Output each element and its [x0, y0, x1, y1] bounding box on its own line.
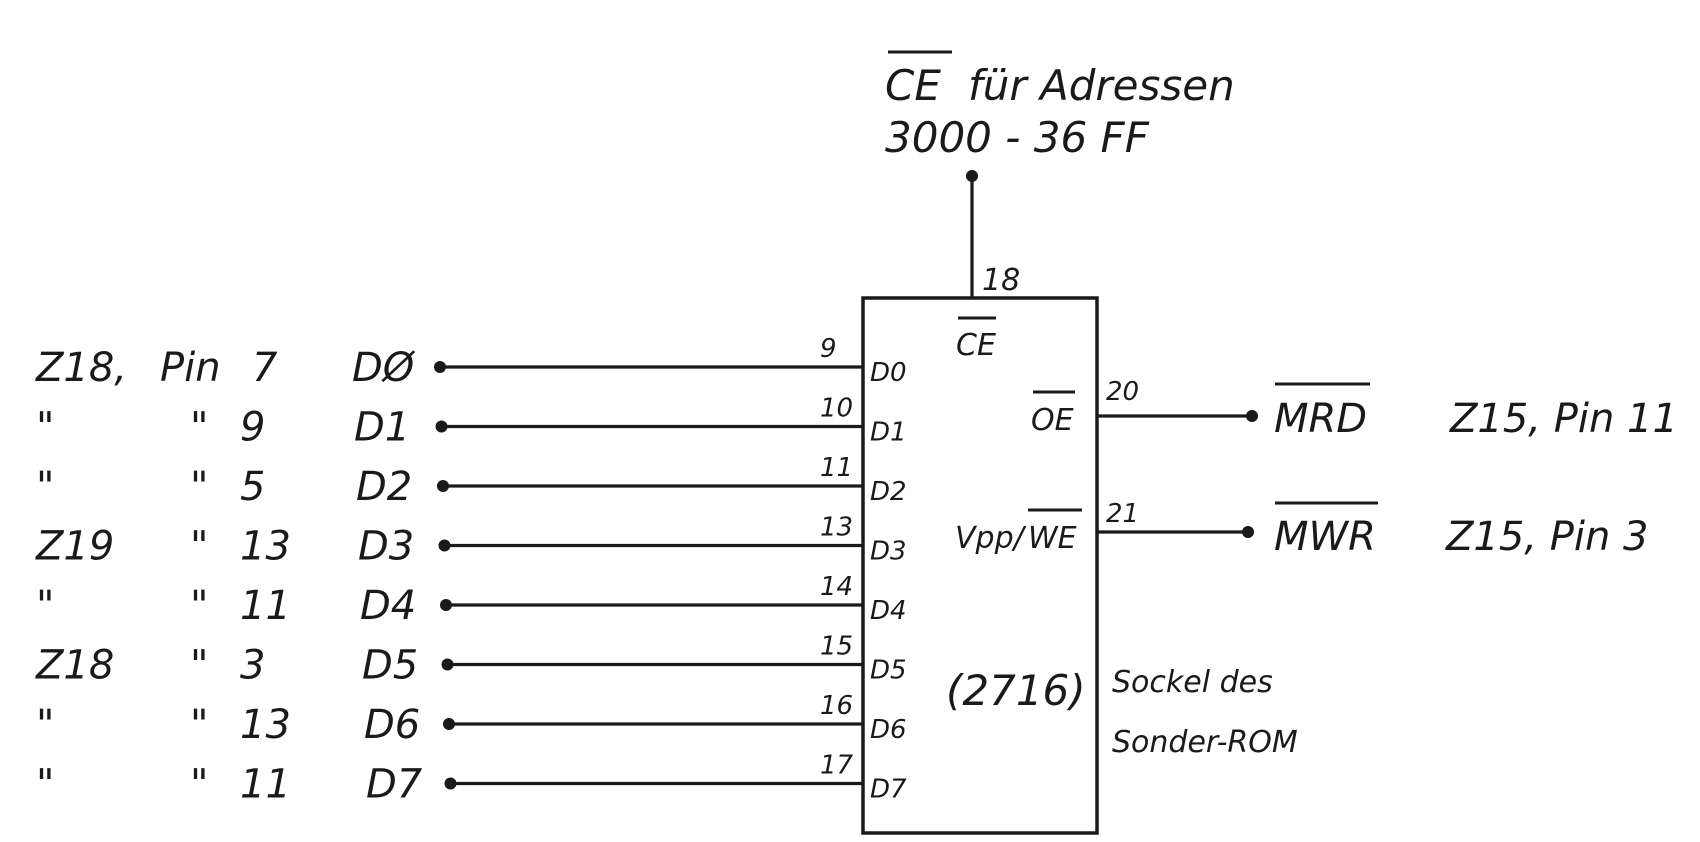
chip-description-2: Sonder-ROM [1112, 725, 1298, 760]
source-pin-number: 9 [240, 405, 265, 451]
source-pin-number: 3 [240, 643, 265, 689]
chip-pin-number: 16 [820, 691, 853, 721]
chip-part-number: (2716) [946, 666, 1086, 715]
source-ic-label: Z19 [35, 524, 114, 570]
source-pin-word: " [190, 583, 208, 629]
chip-data-pin-label: D7 [870, 775, 907, 805]
mrd-signal: MRD [1274, 396, 1367, 442]
address-range: 3000 - 36 FF [885, 113, 1150, 162]
oe-pin-number: 20 [1106, 377, 1139, 407]
source-pin-number: 13 [240, 524, 291, 570]
ce-signal-title: CE [885, 61, 941, 110]
chip-we-label: WE [1028, 521, 1077, 556]
data-signal-label: D6 [364, 702, 420, 748]
source-pin-word: " [190, 762, 208, 808]
data-signal-label: D1 [354, 405, 410, 451]
chip-2716-body [861, 296, 1099, 835]
ce-title-rest: für Adressen [968, 61, 1235, 110]
chip-pin-number: 17 [820, 751, 854, 781]
ce-pin-number: 18 [982, 263, 1020, 298]
source-ic-label: " [36, 762, 54, 808]
source-ic-label: " [36, 405, 54, 451]
source-ic-label: Z18 [35, 643, 114, 689]
chip-pin-number: 14 [820, 572, 853, 602]
chip-data-pin-label: D5 [870, 656, 907, 686]
source-pin-word: " [190, 702, 208, 748]
source-pin-word: " [190, 524, 208, 570]
chip-data-pin-label: D0 [870, 358, 907, 388]
mwr-terminal-dot [1242, 526, 1254, 538]
source-pin-word: Pin [160, 345, 221, 391]
we-pin-number: 21 [1106, 499, 1139, 529]
data-signal-label: D7 [366, 762, 423, 808]
data-signal-label: D4 [360, 583, 416, 629]
chip-data-pin-label: D4 [870, 596, 907, 626]
source-pin-number: 13 [240, 702, 291, 748]
mrd-terminal-dot [1246, 410, 1258, 422]
source-pin-word: " [190, 643, 208, 689]
data-signal-label: D2 [356, 464, 412, 510]
chip-data-pin-label: D6 [870, 715, 907, 745]
chip-data-pin-label: D1 [870, 418, 907, 448]
chip-pin-number: 11 [820, 453, 853, 483]
source-ic-label: " [36, 583, 54, 629]
source-pin-number: 11 [240, 762, 291, 808]
source-ic-label: Z18, [35, 345, 127, 391]
chip-data-pin-label: D2 [870, 477, 907, 507]
chip-pin-number: 9 [820, 334, 837, 364]
source-pin-word: " [190, 405, 208, 451]
data-signal-label: D5 [362, 643, 418, 689]
source-pin-word: " [190, 464, 208, 510]
chip-pin-number: 15 [820, 632, 853, 662]
mwr-signal: MWR [1274, 514, 1376, 560]
chip-vpp-label: Vpp/ [955, 521, 1027, 556]
data-signal-label: D3 [358, 524, 414, 570]
ce-address-note: CE für Adressen 3000 - 36 FF [885, 50, 1235, 162]
source-pin-number: 11 [240, 583, 291, 629]
source-ic-label: " [36, 702, 54, 748]
chip-description-1: Sockel des [1112, 665, 1273, 700]
chip-pin-number: 10 [820, 394, 853, 424]
chip-data-pin-label: D3 [870, 537, 907, 567]
chip-ce-label: CE [956, 328, 996, 363]
data-signal-label: DØ [352, 345, 416, 391]
source-ic-label: " [36, 464, 54, 510]
mrd-destination: Z15, Pin 11 [1449, 396, 1678, 442]
source-pin-number: 5 [240, 464, 265, 510]
chip-pin-number: 13 [820, 513, 853, 543]
source-pin-number: 7 [252, 345, 278, 391]
chip-oe-label: OE [1031, 403, 1074, 438]
mwr-destination: Z15, Pin 3 [1445, 514, 1648, 560]
